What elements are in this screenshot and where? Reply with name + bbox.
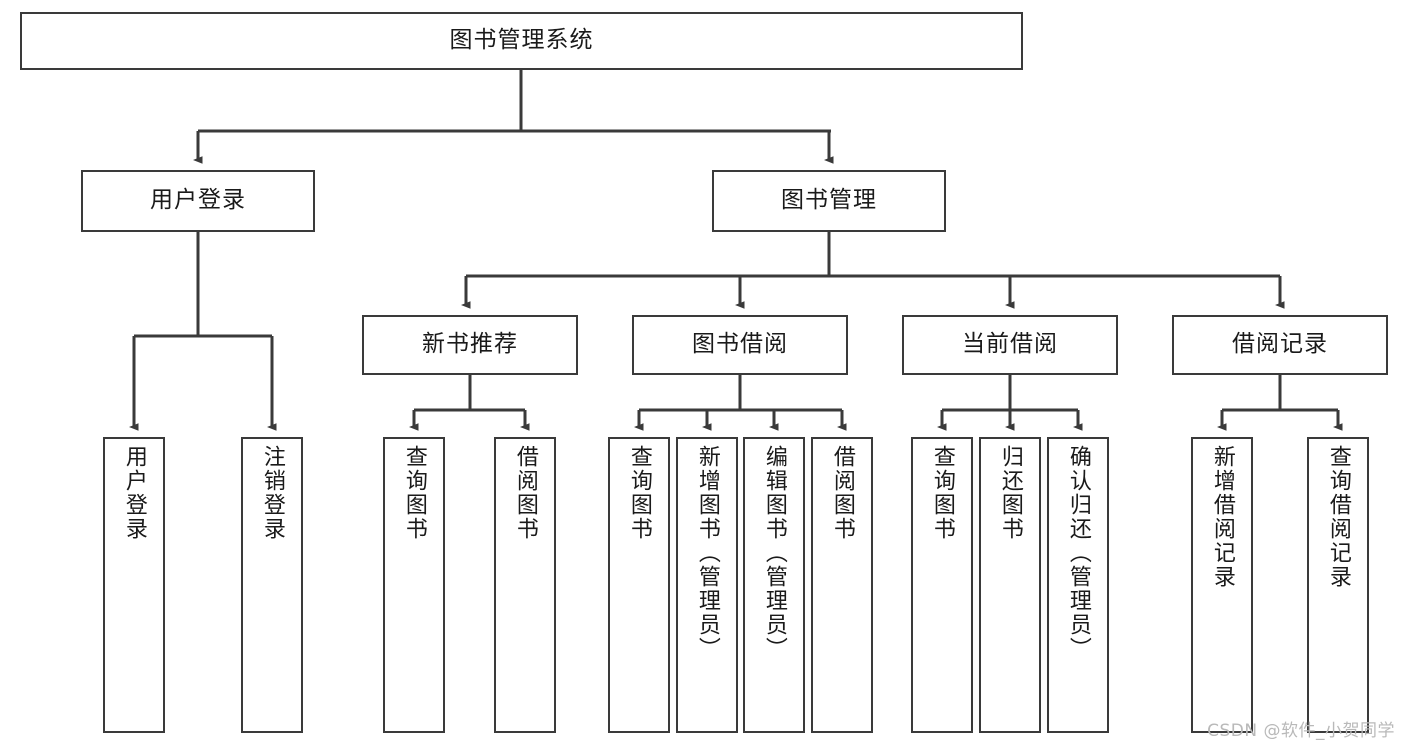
leaf-current-query-book[interactable]: 查询图书 xyxy=(911,437,973,733)
node-label: 归还图书 xyxy=(997,445,1023,541)
node-label: 当前借阅 xyxy=(962,331,1058,358)
node-current-borrow[interactable]: 当前借阅 xyxy=(902,315,1118,375)
node-label: 新书推荐 xyxy=(422,331,518,358)
node-new-book-recommend[interactable]: 新书推荐 xyxy=(362,315,578,375)
node-label: 确认归还（管理员） xyxy=(1065,445,1091,661)
node-label: 借阅图书 xyxy=(829,445,855,541)
node-label: 查询图书 xyxy=(929,445,955,541)
leaf-recommend-borrow-book[interactable]: 借阅图书 xyxy=(494,437,556,733)
node-label: 图书管理系统 xyxy=(449,27,594,54)
node-label: 新增图书（管理员） xyxy=(694,445,720,661)
node-label: 新增借阅记录 xyxy=(1209,445,1235,589)
node-book-borrow[interactable]: 图书借阅 xyxy=(632,315,848,375)
node-label: 借阅图书 xyxy=(512,445,538,541)
node-label: 注销登录 xyxy=(259,445,285,541)
node-label: 查询借阅记录 xyxy=(1325,445,1351,589)
node-label: 用户登录 xyxy=(150,187,246,214)
leaf-user-login-login[interactable]: 用户登录 xyxy=(103,437,165,733)
node-label: 编辑图书（管理员） xyxy=(761,445,787,661)
leaf-recommend-query-book[interactable]: 查询图书 xyxy=(383,437,445,733)
leaf-borrow-add-book[interactable]: 新增图书（管理员） xyxy=(676,437,738,733)
leaf-borrow-borrow-book[interactable]: 借阅图书 xyxy=(811,437,873,733)
node-label: 查询图书 xyxy=(626,445,652,541)
leaf-user-login-logout[interactable]: 注销登录 xyxy=(241,437,303,733)
node-label: 用户登录 xyxy=(121,445,147,541)
node-label: 图书借阅 xyxy=(692,331,788,358)
leaf-borrow-edit-book[interactable]: 编辑图书（管理员） xyxy=(743,437,805,733)
leaf-record-query-record[interactable]: 查询借阅记录 xyxy=(1307,437,1369,733)
leaf-current-confirm-return[interactable]: 确认归还（管理员） xyxy=(1047,437,1109,733)
node-root-system[interactable]: 图书管理系统 xyxy=(20,12,1023,70)
node-borrow-record[interactable]: 借阅记录 xyxy=(1172,315,1388,375)
node-book-management[interactable]: 图书管理 xyxy=(712,170,946,232)
node-user-login[interactable]: 用户登录 xyxy=(81,170,315,232)
node-label: 借阅记录 xyxy=(1232,331,1328,358)
node-label: 图书管理 xyxy=(781,187,877,214)
watermark: CSDN @软件_小贺同学 xyxy=(1207,721,1395,741)
leaf-current-return-book[interactable]: 归还图书 xyxy=(979,437,1041,733)
node-label: 查询图书 xyxy=(401,445,427,541)
leaf-borrow-query-book[interactable]: 查询图书 xyxy=(608,437,670,733)
leaf-record-add-record[interactable]: 新增借阅记录 xyxy=(1191,437,1253,733)
